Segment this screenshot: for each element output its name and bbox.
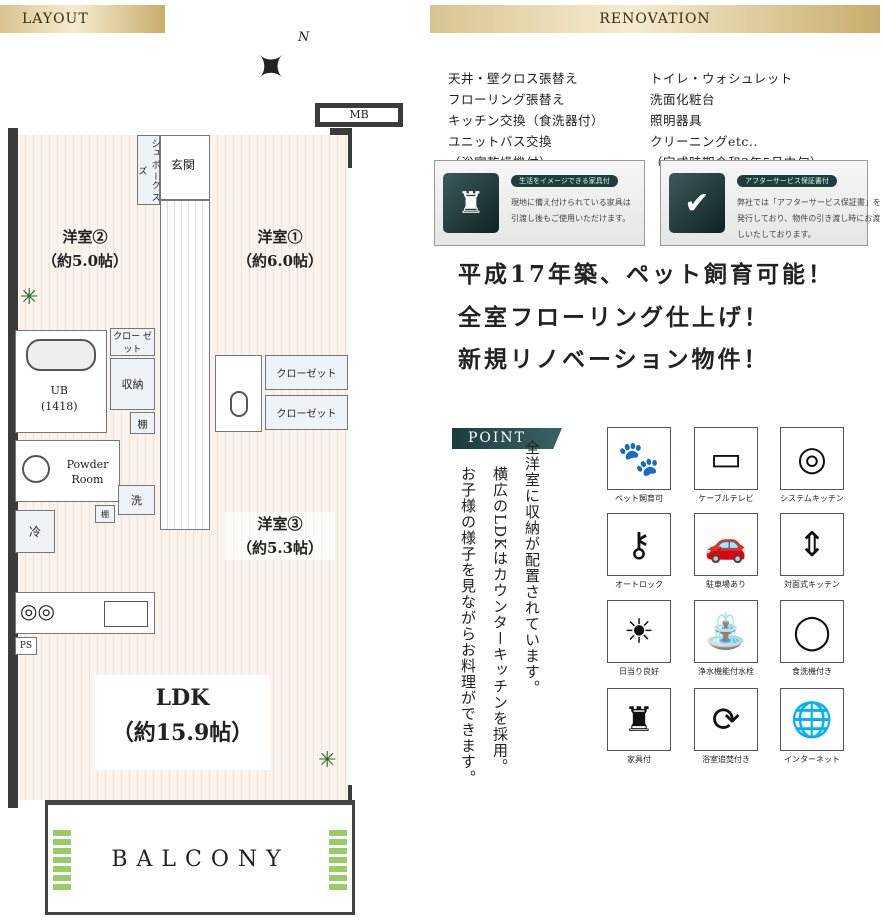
plant-icon <box>329 830 347 890</box>
shelf-2: 棚 <box>95 505 115 523</box>
feature-label: ペット飼育可 <box>615 494 663 503</box>
counter-kitchen-icon: ⇕ <box>780 513 844 576</box>
room-3-label: 洋室③（約5.3帖） <box>225 512 335 560</box>
kitchen-counter: ◎◎ <box>15 592 155 634</box>
meter-box: MB <box>315 103 403 127</box>
sun-icon: ☀ <box>607 600 671 663</box>
sink-icon <box>22 455 50 483</box>
faucet-icon: ⛲ <box>694 600 758 663</box>
key-icon: ⚷ <box>607 513 671 576</box>
toilet <box>215 355 262 432</box>
feature-label: 食洗機付き <box>792 667 832 676</box>
hallway <box>160 200 210 530</box>
point-line: お子様の様子を見ながらお料理ができます。 <box>459 466 477 786</box>
balcony: BALCONY <box>45 800 355 915</box>
closet-b: クローゼット <box>265 395 348 430</box>
kitchen-sink-icon <box>104 601 148 627</box>
warranty-card: ✔ アフターサービス保証書付 弊社では「アフターサービス保証書」を 発行しており… <box>660 160 881 246</box>
paw-icon: 🐾 <box>607 427 671 490</box>
chair-icon: ♜ <box>607 688 671 751</box>
room-2-label: 洋室②（約5.0帖） <box>41 228 129 270</box>
unit-bath: UB(1418) <box>15 330 107 433</box>
feature-label: 日当り良好 <box>619 667 659 676</box>
headline: 全室フローリング仕上げ！ <box>458 304 770 331</box>
feature-label: ケーブルテレビ <box>698 494 754 503</box>
feature-label: 駐車場あり <box>706 580 746 589</box>
shoe-closet: シュ ボ ーク スズ <box>137 135 160 205</box>
shelf: 棚 <box>130 412 155 434</box>
feature-label: インターネット <box>784 755 840 764</box>
feature-label: 浴室追焚付き <box>702 755 750 764</box>
toilet-icon <box>230 391 248 417</box>
renovation-header: RENOVATION <box>430 5 880 33</box>
headline: 平成17年築、ペット飼育可能！ <box>458 261 835 288</box>
bathtub-icon <box>26 339 96 371</box>
award-ribbon-icon: ✔ <box>669 173 725 233</box>
stove-icon: ◎◎ <box>20 599 55 623</box>
furniture-card: ♜ 生活をイメージできる家具付 現地に備え付けられている家具は 引渡し後もご使用… <box>434 160 645 246</box>
feature-label: 対面式キッチン <box>784 580 840 589</box>
point-tag: POINT <box>452 428 562 449</box>
compass-icon: ✦ <box>240 36 301 97</box>
globe-icon: 🌐 <box>780 688 844 751</box>
closet-a: クローゼット <box>265 355 348 390</box>
washer: 洗 <box>118 485 155 515</box>
entrance: 玄関 <box>160 135 210 200</box>
compass-north: N <box>298 30 310 45</box>
storage: 収納 <box>110 358 155 410</box>
chair-icon: ♜ <box>443 173 499 233</box>
feature-label: システムキッチン <box>780 494 844 503</box>
stove-icon: ◎ <box>780 427 844 490</box>
plant-icon: ✳ <box>318 748 337 773</box>
powder-room: Powder Room <box>15 440 120 502</box>
feature-label: 家具付 <box>627 755 651 764</box>
bath-reheat-icon: ⟳ <box>694 688 758 751</box>
wall <box>8 128 18 808</box>
feature-label: 浄水機能付水栓 <box>698 667 754 676</box>
feature-label: オートロック <box>615 580 663 589</box>
plant-icon: ✳ <box>20 285 39 310</box>
car-icon: 🚗 <box>694 513 758 576</box>
dishwasher-icon: ◯ <box>780 600 844 663</box>
point-line: 横広のLDKはカウンターキッチンを採用。 <box>491 466 509 775</box>
headline: 新規リノベーション物件！ <box>458 346 770 373</box>
pipe-space: PS <box>15 637 37 655</box>
room-1-label: 洋室①（約6.0帖） <box>236 228 324 270</box>
plant-icon <box>53 830 71 890</box>
layout-header: LAYOUT <box>0 5 165 33</box>
closet-small: クロー ゼット <box>110 328 155 356</box>
ldk-label: LDK（約15.9帖） <box>95 675 270 770</box>
fridge: 冷 <box>15 510 55 553</box>
tv-icon: ▭ <box>694 427 758 490</box>
floor-plan: ✦ N MB シュ ボ ーク スズ 玄関 洋室②（約5.0帖） 洋室①（約6.0… <box>0 0 410 922</box>
point-line: 全洋室に収納が配置されています。 <box>523 440 541 696</box>
